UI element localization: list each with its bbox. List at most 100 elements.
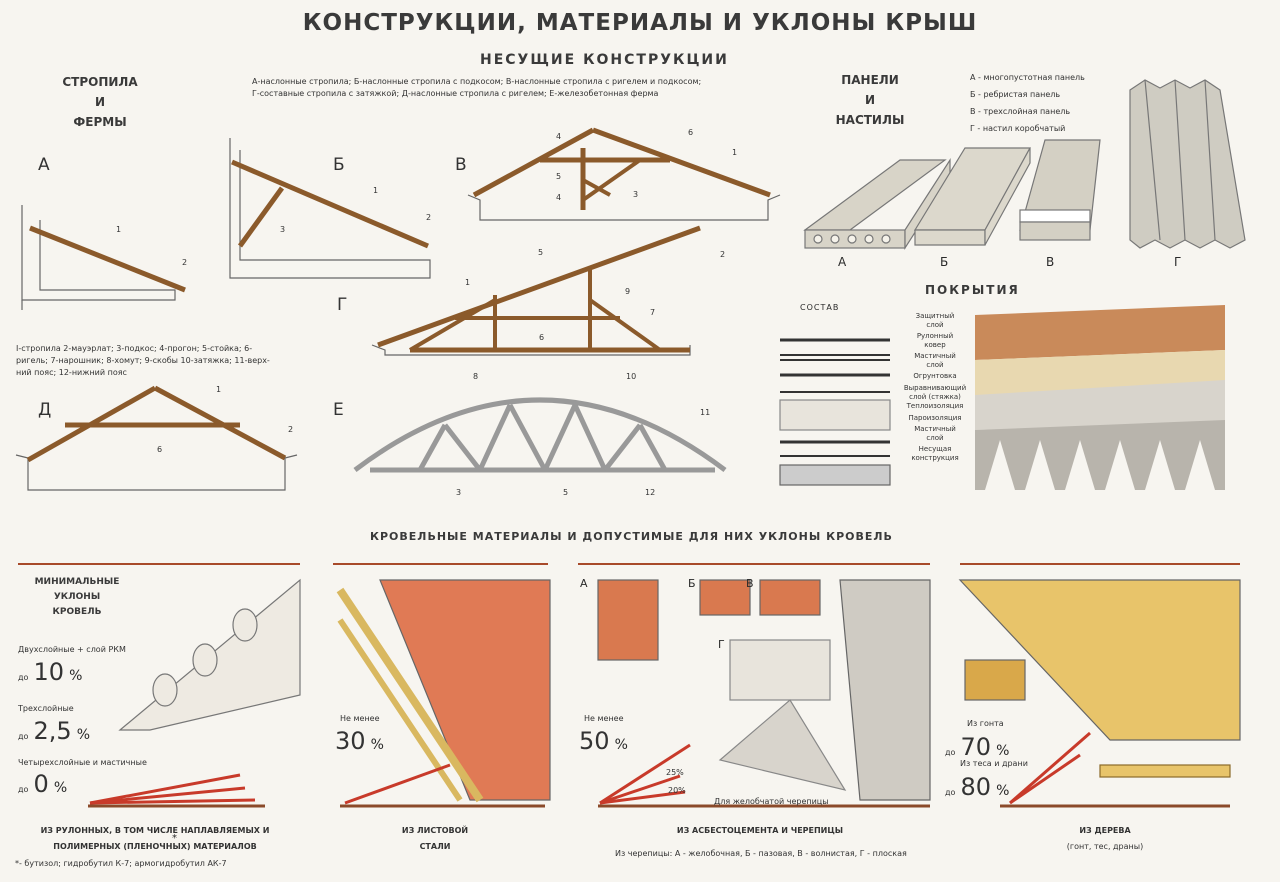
asbestos-pct: % [614, 737, 628, 753]
truss-e-drawing [353, 397, 727, 473]
tile-letter-g: Г [718, 638, 725, 651]
rolled-row1-label: Двухслойные + слой РКМ [18, 645, 126, 654]
num-g9: 9 [625, 287, 631, 296]
wood-caption-line2: (гонт, тес, драны) [1066, 842, 1144, 851]
panels-title-line1: ПАНЕЛИ [841, 73, 899, 87]
num-a1: 1 [116, 225, 122, 234]
steel-value: 30 % [335, 727, 384, 755]
num-v6: 6 [688, 128, 694, 137]
rafter-a-drawing [21, 205, 186, 310]
layer-8: слой (стяжка) [909, 393, 961, 401]
asbestos-angle2: 20% [668, 786, 686, 795]
layer-11: Мастичный [914, 425, 956, 433]
do-3: до [18, 785, 29, 794]
asbestos-note: Для желобчатой черепицы [714, 797, 829, 806]
num-g8: 8 [473, 372, 479, 381]
panels-legend-b: Б - ребристая панель [970, 90, 1061, 99]
panels-legend-v: В - трехслойная панель [970, 107, 1071, 116]
steel-caption-line1: ИЗ ЛИСТОВОЙ [401, 826, 469, 835]
steel-number: 30 [335, 727, 366, 755]
bearing-heading: НЕСУЩИЕ КОНСТРУКЦИИ [480, 52, 729, 68]
num-b1: 1 [373, 186, 379, 195]
letter-e: Е [333, 400, 344, 420]
wood-label1: Из гонта [967, 719, 1004, 728]
rafter-b-drawing [229, 138, 431, 279]
layer-9: Теплоизоляция [906, 402, 964, 410]
pct-2: % [76, 727, 91, 743]
letter-a: А [38, 155, 50, 175]
letter-b: Б [333, 155, 345, 175]
do-2: до [18, 732, 29, 741]
asbestos-footnote: Из черепицы: А - желобочная, Б - пазовая… [615, 849, 907, 858]
rolled-title-line2: УКЛОНЫ [53, 592, 101, 602]
pct-3: % [53, 780, 68, 796]
num-b2: 2 [426, 213, 432, 222]
letter-g: Г [337, 295, 348, 315]
asbestos-ne-menee: Не менее [584, 714, 624, 723]
wood-value2: до 80 % [945, 773, 1009, 801]
divider-1 [18, 563, 300, 565]
rolled-row1-number: 10 [33, 658, 65, 686]
rolled-title: МИНИМАЛЬНЫЕ УКЛОНЫ КРОВЕЛЬ [22, 575, 132, 620]
num-e12: 12 [645, 488, 656, 497]
num-b3: 3 [280, 225, 286, 234]
parts-legend-line3: ний пояс; 12-нижний пояс [16, 368, 127, 377]
rafters-side-title: СТРОПИЛА И ФЕРМЫ [40, 72, 160, 132]
wood-label2: Из теса и драни [960, 759, 1028, 768]
rolled-row2-number: 2,5 [33, 717, 72, 745]
parts-legend-line2: ригель; 7-нарошник; 8-хомут; 9-скобы 10-… [16, 356, 270, 365]
wood-caption-line1: ИЗ ДЕРЕВА [1079, 826, 1131, 835]
num-g1: 1 [465, 278, 471, 287]
num-v4a: 4 [556, 132, 562, 141]
steel-caption: ИЗ ЛИСТОВОЙ СТАЛИ [385, 823, 485, 855]
rolled-footnote: *- бутизол; гидробутил К-7; армогидробут… [15, 859, 227, 868]
tile-letter-v: В [746, 577, 754, 590]
rolled-caption: ИЗ РУЛОННЫХ, В ТОМ ЧИСЛЕ НАПЛАВЛЯЕМЫХ И … [15, 823, 295, 855]
num-v1: 1 [732, 148, 738, 157]
wood-value1: до 70 % [945, 733, 1009, 761]
rafter-v-drawing [467, 127, 781, 221]
divider-4 [960, 563, 1240, 565]
asbestos-value: 50 % [579, 727, 628, 755]
wood-drawing [958, 579, 1241, 778]
panels-title: ПАНЕЛИ И НАСТИЛЫ [820, 70, 920, 130]
rolled-row2-value: до 2,5 % [18, 717, 90, 745]
wood-pct1: % [996, 743, 1010, 759]
panel-letter-v: В [1046, 255, 1055, 269]
asbestos-angle1: 25% [666, 768, 684, 777]
rolled-title-line3: КРОВЕЛЬ [52, 607, 102, 617]
tile-letter-b: Б [688, 577, 696, 590]
rafter-d-drawing [15, 385, 298, 491]
panel-g-drawing [1129, 79, 1246, 249]
roofing-heading: КРОВЕЛЬНЫЕ МАТЕРИАЛЫ И ДОПУСТИМЫЕ ДЛЯ НИ… [370, 530, 893, 543]
panel-b-drawing [913, 147, 1032, 246]
rolled-title-line1: МИНИМАЛЬНЫЕ [34, 577, 120, 587]
coverings-heading: ПОКРЫТИЯ [925, 283, 1020, 297]
covering-cutaway-drawing [975, 305, 1225, 490]
num-v4b: 4 [556, 193, 562, 202]
parts-legend-line1: I-стропила 2-мауэрлат; 3-подкос; 4-прого… [16, 344, 253, 353]
panel-letter-b: Б [940, 255, 949, 269]
panel-v-drawing [1019, 139, 1101, 241]
rolls-drawing [118, 578, 301, 731]
layer-6: Огрунтовка [913, 372, 957, 380]
rolled-row3-label: Четырехслойные и мастичные [18, 758, 147, 767]
panels-title-line2: И [864, 93, 876, 107]
asbestos-number: 50 [579, 727, 610, 755]
num-g10: 10 [626, 372, 637, 381]
layer-4: Мастичный [914, 352, 956, 360]
asbestos-caption: ИЗ АСБЕСТОЦЕМЕНТА И ЧЕРЕПИЦЫ [676, 826, 844, 835]
panels-legend-a: А - многопустотная панель [970, 73, 1085, 82]
panels-legend: А - многопустотная панель Б - ребристая … [970, 69, 1130, 137]
layer-10: Пароизоляция [908, 414, 962, 422]
tile-letter-a: А [580, 577, 588, 590]
coverings-layers-list: Защитный слой Рулонный ковер Мастичный с… [900, 312, 970, 463]
num-g5: 5 [538, 248, 544, 257]
pct-1: % [69, 668, 83, 684]
layer-3: ковер [924, 341, 946, 349]
page-title: КОНСТРУКЦИИ, МАТЕРИАЛЫ И УКЛОНЫ КРЫШ [302, 10, 978, 36]
rolled-row3-value: до 0 % [18, 770, 67, 798]
rafters-title-line3: ФЕРМЫ [73, 115, 127, 129]
wood-number2: 80 [960, 773, 992, 801]
layer-12: слой [926, 434, 944, 442]
